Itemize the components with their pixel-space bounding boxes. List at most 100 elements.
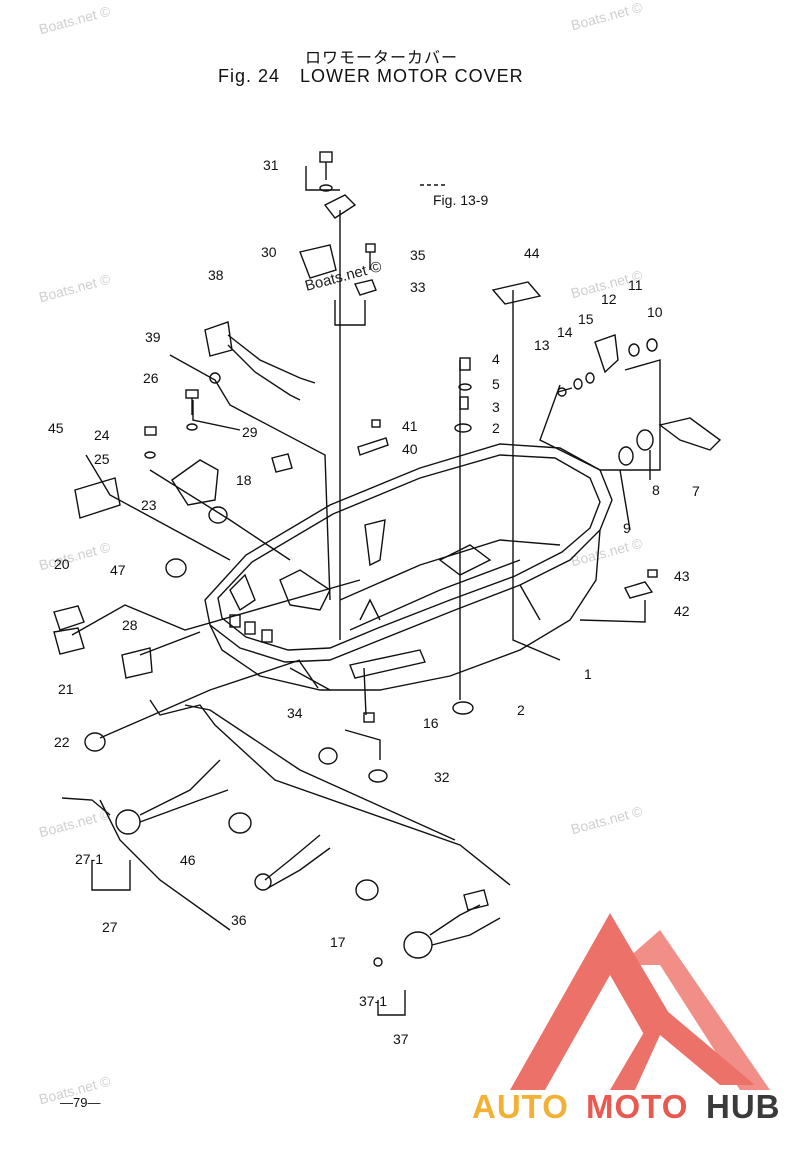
cover-inner-rim [217, 454, 601, 651]
part-43-screw [647, 569, 658, 578]
part-label: 12 [601, 291, 617, 307]
part-4-bolt [459, 357, 471, 371]
part-label: 5 [492, 376, 500, 392]
part-label: 44 [524, 245, 540, 261]
part-label: 30 [261, 244, 277, 260]
part-label: 45 [48, 420, 64, 436]
part-8-gear [636, 429, 654, 451]
part-41-screw [371, 419, 381, 428]
wire-terminal [323, 194, 357, 219]
part-label: 16 [423, 715, 439, 731]
part-label: 21 [58, 681, 74, 697]
part-label: 40 [402, 441, 418, 457]
part-label: 23 [141, 497, 157, 513]
part-45-decal [74, 477, 121, 519]
part-31-washer [319, 184, 333, 192]
part-26-bolt-head [185, 389, 199, 399]
part-28-pad [121, 647, 153, 679]
part-32-grommet [368, 769, 388, 783]
part-23-bracket [171, 459, 219, 506]
part-39-grommet [209, 372, 221, 384]
part-16-screw [363, 712, 375, 723]
part-label: 27 [102, 919, 118, 935]
part-label: 15 [578, 311, 594, 327]
part-label: 28 [122, 617, 138, 633]
part-label: 34 [287, 705, 303, 721]
part-7-handle [658, 417, 722, 451]
part-label: 11 [628, 277, 643, 293]
part-26-washer [186, 423, 198, 431]
part-label: 2 [492, 420, 500, 436]
part-label: 1 [584, 666, 592, 682]
part-label: 32 [434, 769, 450, 785]
part-2-mount-upper [454, 423, 472, 433]
part-38-switch [204, 321, 233, 357]
part-label: 41 [402, 418, 418, 434]
part-12-lever [594, 334, 619, 374]
part-label: 22 [54, 734, 70, 750]
part-label: 38 [208, 267, 224, 283]
part-label: 18 [236, 472, 252, 488]
part-label: 9 [623, 520, 631, 536]
part-40-link [357, 437, 389, 456]
brand-moto: MOTO [586, 1088, 689, 1125]
part-label: 4 [492, 351, 500, 367]
part-42-plate [624, 581, 654, 599]
part-17-plug [355, 879, 379, 901]
part-label: 24 [94, 427, 110, 443]
part-25-washer [144, 451, 156, 459]
part-label: 42 [674, 603, 690, 619]
part-label: 43 [674, 568, 690, 584]
part-33-plate [354, 279, 377, 296]
part-47-grommet [165, 558, 187, 578]
part-label: 33 [410, 279, 426, 295]
part-37-switch [403, 931, 433, 959]
part-label: 10 [647, 304, 663, 320]
figure-title: LOWER MOTOR COVER [300, 66, 524, 86]
part-13-bolt [557, 387, 567, 397]
page-number: —79— [60, 1095, 101, 1110]
part-24-screw-head [144, 426, 157, 436]
part-44-decal [491, 281, 542, 305]
part-label: 17 [330, 934, 346, 950]
part-label: 47 [110, 562, 126, 578]
part-label: 13 [534, 337, 550, 353]
part-label: 37-1 [359, 993, 388, 1009]
part-31-bolt-head [319, 151, 333, 163]
brand-hub: HUB [706, 1088, 781, 1125]
part-label: 39 [145, 329, 161, 345]
automotohub-logo-icon [510, 913, 770, 1090]
part-2-mount-lower [452, 701, 474, 715]
part-3-collar [459, 396, 469, 410]
part-label: 8 [652, 482, 660, 498]
part-label: 2 [517, 702, 525, 718]
part-27-switch [115, 809, 141, 835]
figure-title-japanese: ロワモーターカバー [305, 50, 459, 67]
part-40-bracket [364, 519, 386, 567]
part-label: 27-1 [75, 851, 104, 867]
part-label: 20 [54, 556, 70, 572]
part-30-clamp [299, 244, 337, 279]
part-label: 14 [557, 324, 573, 340]
part-10-nut [646, 338, 658, 352]
part-15-washer [585, 372, 595, 384]
part-label: 25 [94, 451, 110, 467]
part-label: 29 [242, 424, 258, 440]
part-label: 26 [143, 370, 159, 386]
part-label: 36 [231, 912, 247, 928]
part-label: 31 [263, 157, 279, 173]
part-5-washer [458, 383, 472, 391]
part-label: 35 [410, 247, 426, 263]
part-label: 37 [393, 1031, 409, 1047]
part-14-washer [573, 378, 583, 390]
part-22-plug [84, 732, 106, 752]
part-label: 7 [692, 483, 700, 499]
part-29-clip [271, 453, 293, 473]
part-46-plug [228, 812, 252, 834]
part-label: 46 [180, 852, 196, 868]
part-20-clip-upper [53, 605, 85, 631]
figure-reference-label: Fig. 13-9 [433, 192, 489, 208]
cover-outer-rim [204, 443, 613, 663]
part-36-connector [254, 873, 272, 891]
